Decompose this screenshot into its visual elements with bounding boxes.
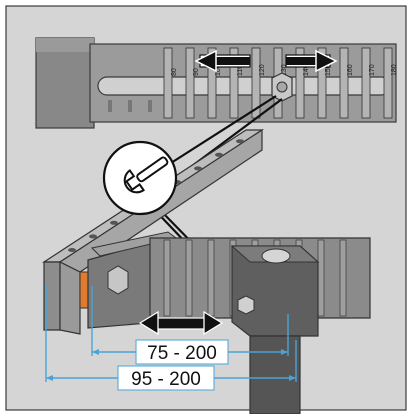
adjust-right-arrow [285,49,338,73]
channel-rib [207,239,215,317]
scale-rib [317,47,327,119]
scale-tick-label: 120 [259,64,266,76]
scale-tick-label: 110 [237,65,244,76]
hex-nut-bolt [276,81,288,93]
rail-hole [110,220,118,225]
channel-rib [163,239,171,317]
scale-rib [295,47,305,119]
slide-end-block-top [36,38,94,52]
scale-tick-label: 180 [391,64,398,76]
dimension-outer: 95 - 200 [45,286,297,391]
scale-rib [383,47,393,119]
scale-tick-label: 140 [303,64,310,76]
rail-hole [89,234,97,239]
scale-labels: 80 90 100 110 120 130 140 150 160 170 180 [171,64,398,76]
scale-tick-label: 90 [193,68,200,76]
plate-slot [148,100,152,112]
scale-tick-label: 80 [171,68,178,76]
scale-rib [229,47,239,119]
rail-hole [68,248,76,252]
scale-tick-label: 170 [369,64,376,76]
plate-slot [128,100,132,112]
bracket-adjust-arrow [138,310,224,336]
wrench-icon [123,156,169,194]
dimension-inner-label: 75 - 200 [147,343,217,364]
rail-hole [236,139,244,144]
bracket-assembly [87,231,371,414]
scale-rib [185,47,195,119]
scale-rib [207,47,217,119]
scale-tick-label: 100 [215,64,222,76]
scale-rib [361,47,371,119]
scale-tick-label: 160 [347,64,354,76]
channel-rib [339,239,347,317]
dimension-outer-label: 95 - 200 [131,369,201,390]
wrench-callout [102,140,178,216]
scale-rib [163,47,173,119]
rail-hole [215,152,223,157]
slide-plate-detail: 80 90 100 110 120 130 140 150 160 170 180 [35,37,398,129]
channel-rib [317,239,325,317]
scale-rib [339,47,349,119]
adjust-left-arrow [194,49,251,73]
rail-hole [194,166,202,171]
channel-rib [185,239,193,317]
plate-slot [108,100,112,112]
scale-tick-label: 130 [281,64,288,76]
dimension-inner: 75 - 200 [91,286,289,365]
scale-tick-label: 150 [325,64,332,76]
